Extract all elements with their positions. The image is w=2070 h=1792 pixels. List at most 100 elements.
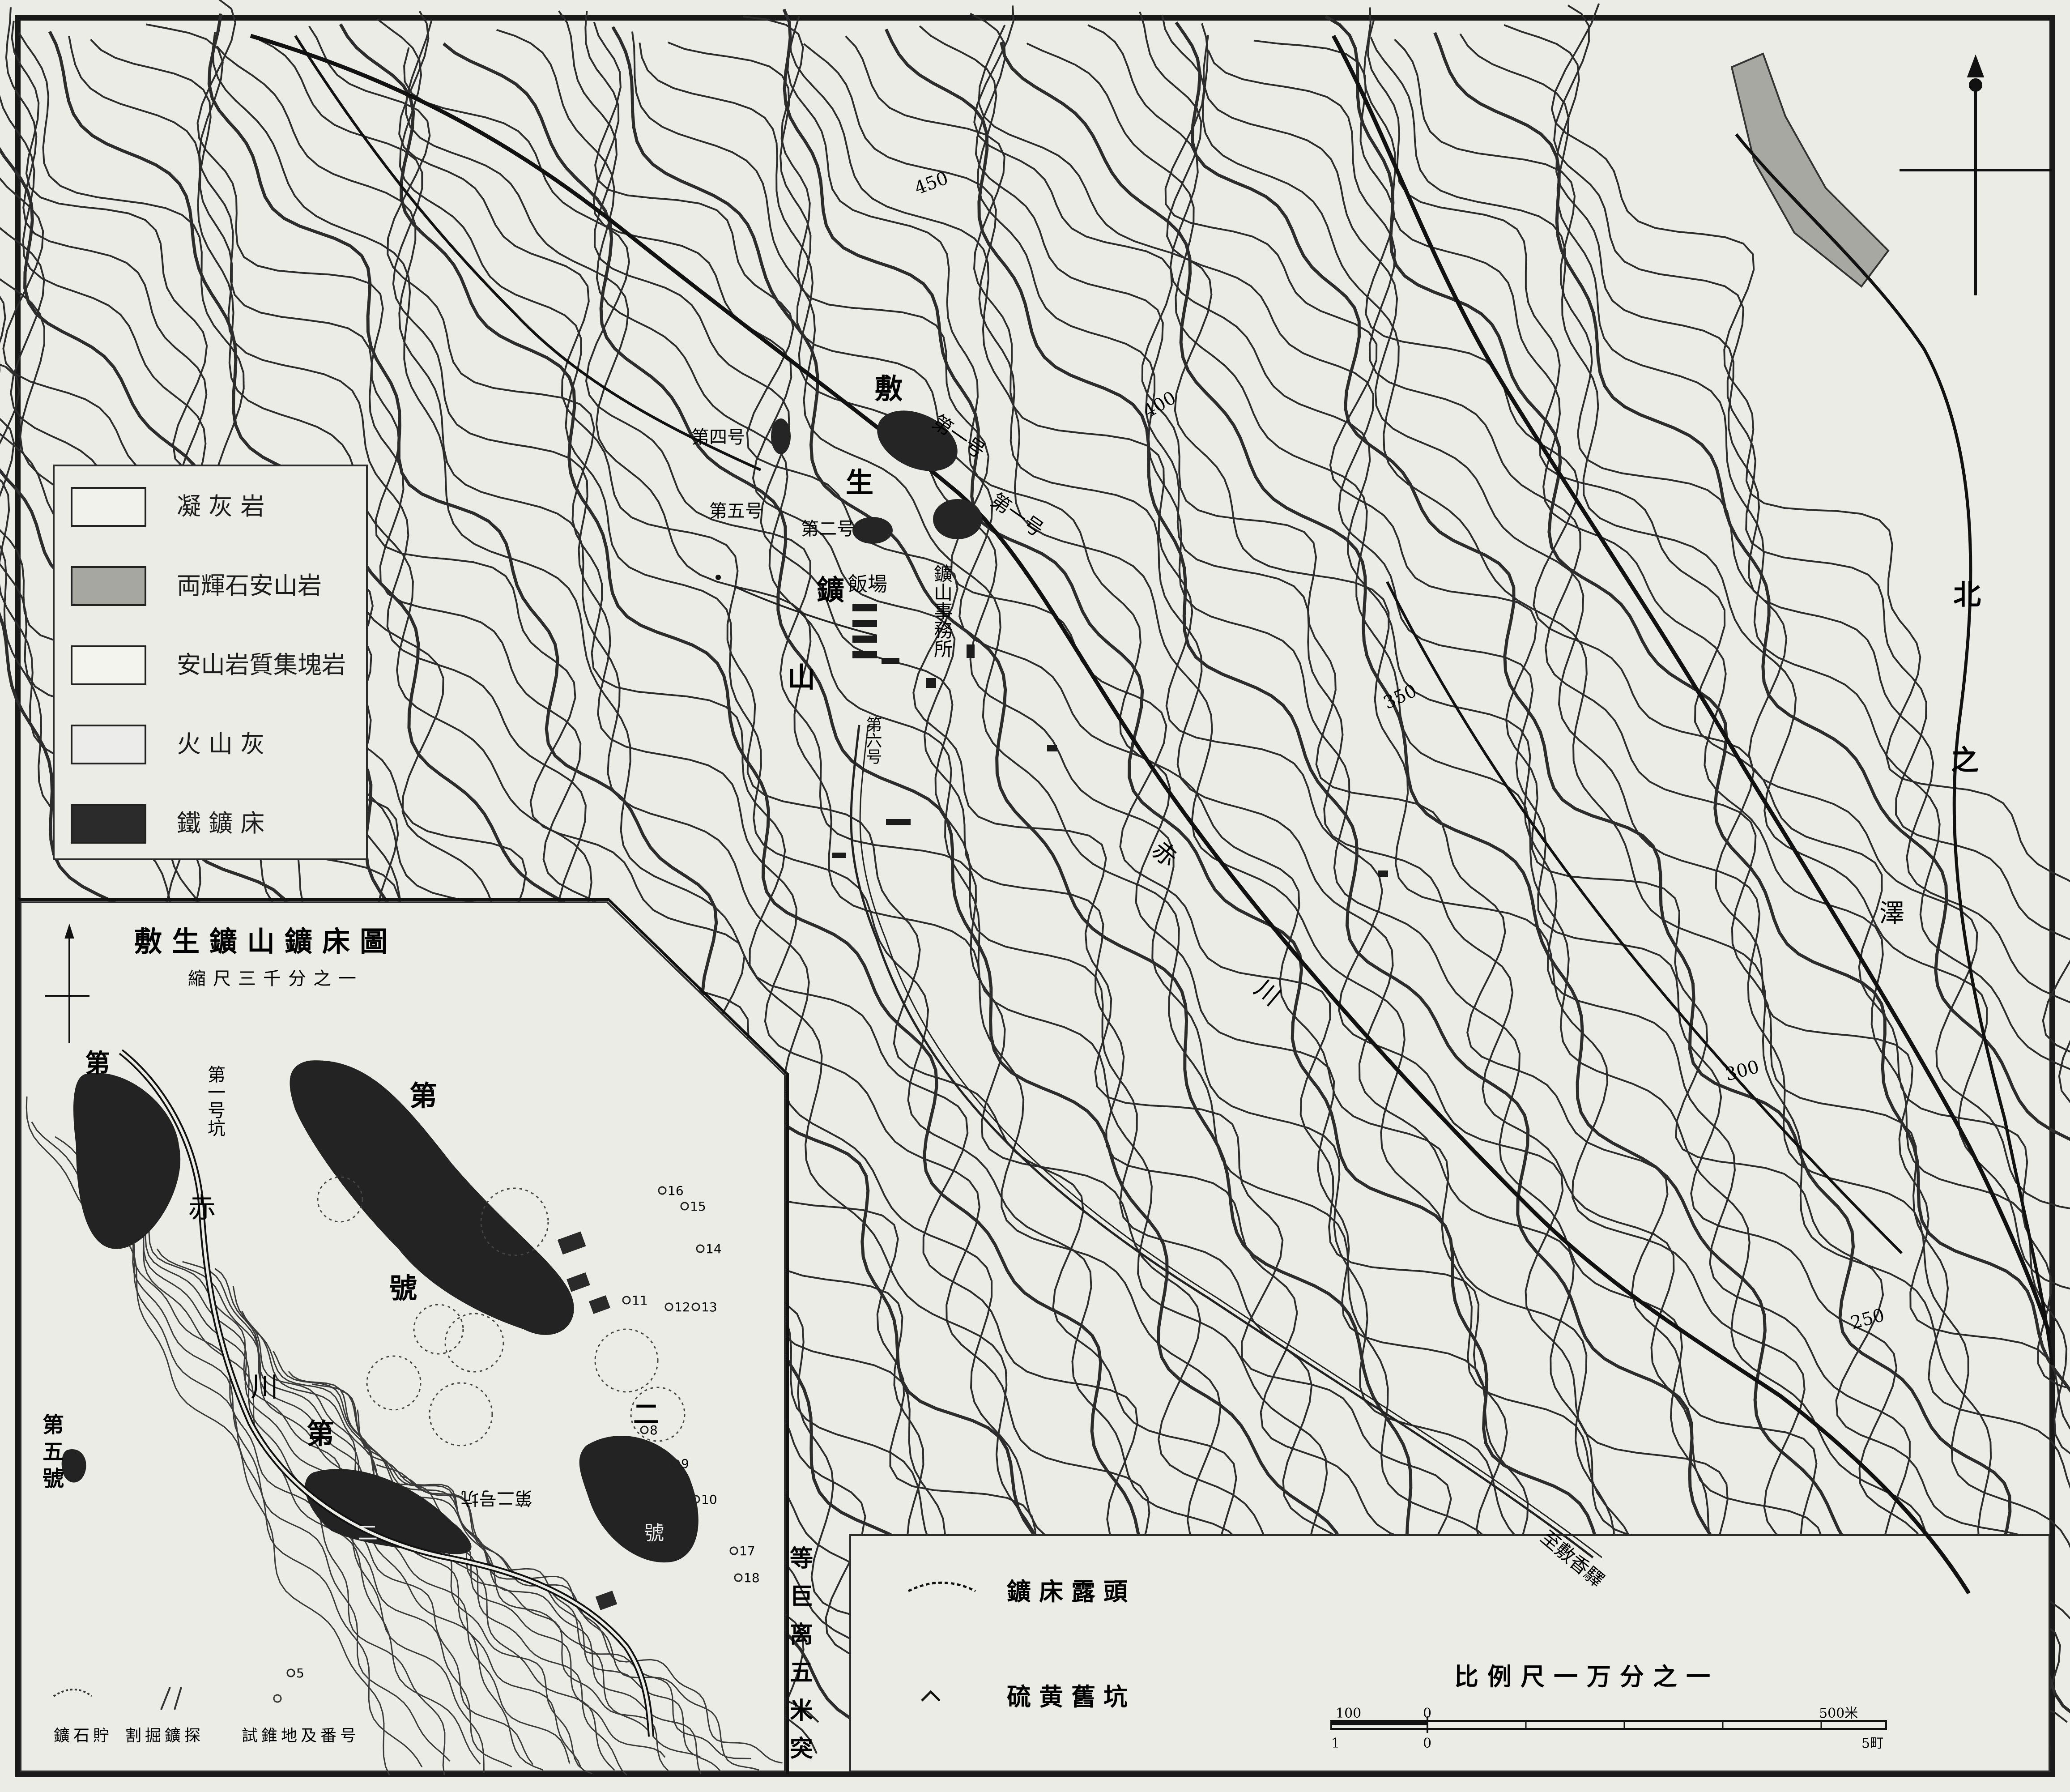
inset-contour-line	[288, 1371, 669, 1771]
label-lodging: 飯場	[848, 573, 887, 596]
inset-river-kawa: 川	[251, 1370, 278, 1403]
contour-line	[1087, 24, 2068, 1723]
contour-line	[443, 42, 1401, 1754]
inset-contour-line	[362, 1441, 751, 1759]
inset-body-3-label: 號	[644, 1522, 664, 1545]
mine-buildings	[832, 604, 1388, 877]
contour-line	[885, 28, 1850, 1736]
inset-contour-line	[83, 1148, 446, 1775]
contour-line	[48, 30, 994, 1752]
ore-body-main-1	[877, 410, 958, 471]
inset-ore-body-4	[305, 1469, 472, 1554]
inset-dai-5-2: 五	[43, 1439, 64, 1464]
contour-line	[1207, 50, 2070, 1489]
scale-top-0: 0	[1423, 1706, 1431, 1721]
inset-body-4-label: 二	[358, 1522, 378, 1545]
legend-swatch-2	[71, 645, 146, 685]
contour-line	[1367, 20, 2070, 1390]
contour-line	[1553, 4, 2070, 1103]
contour-line	[788, 36, 1762, 1738]
inset-label-dai-right: 第	[409, 1079, 437, 1112]
andesite-area	[1730, 52, 1890, 288]
inset-label-go: 號	[389, 1272, 417, 1305]
scale-bottom-1: 1	[1331, 1736, 1340, 1751]
inset-subtitle: 縮尺三千分之一	[188, 969, 363, 989]
contour-line	[787, 16, 1725, 1744]
river-east-margin	[1735, 133, 2054, 1365]
contour-line	[1000, 42, 1960, 1752]
road-west	[733, 585, 877, 636]
drill-point-label-17: 17	[739, 1544, 755, 1558]
river-branch	[1386, 581, 1903, 1254]
contour-line	[68, 36, 1018, 1751]
legend-label-2: 安山岩質集塊岩	[177, 651, 346, 679]
contour-line	[1363, 7, 2070, 1455]
contour-line	[196, 0, 1080, 1770]
label-body-5: 第五号	[709, 501, 763, 521]
mine-name-char-3: 鑛	[817, 574, 844, 606]
inset-outcrop-marks	[317, 1176, 686, 1446]
drill-point-11	[622, 1296, 631, 1305]
contour-line	[1026, 43, 1973, 1759]
scale-title: 比例尺一万分之一	[1454, 1662, 1719, 1691]
inset-footer-trench: 割掘鑛探	[125, 1727, 204, 1745]
drill-point-label-13: 13	[701, 1300, 717, 1314]
scale-bottom-0: 0	[1423, 1736, 1431, 1751]
outcrop-icon	[907, 1581, 976, 1592]
contour-line	[593, 21, 1542, 1737]
contour-line	[1175, 21, 2070, 1714]
inset-pit-1: 第一号坑	[204, 1065, 225, 1137]
drill-point-label-5: 5	[296, 1666, 304, 1681]
mine-name-char-1: 敷	[875, 372, 903, 405]
contour-line	[207, 13, 1147, 1741]
legend-label-4: 鐵 鑛 床	[177, 809, 264, 837]
drill-point-10	[691, 1495, 700, 1504]
north-arrow-main	[1900, 54, 2052, 295]
key-background	[849, 1534, 2050, 1772]
contour-line	[1550, 3, 2070, 1053]
drill-point-label-12: 12	[674, 1300, 690, 1314]
contour-line	[639, 42, 1605, 1749]
legend-swatch-0	[71, 487, 146, 527]
contour-line	[919, 25, 1869, 1741]
inset-ore-body-3	[579, 1435, 699, 1563]
road-to-station	[850, 725, 1594, 1558]
contour-line	[1201, 23, 2070, 1620]
contour-line	[216, 45, 1192, 1746]
contour-line	[257, 38, 1184, 1766]
drill-point-label-18: 18	[744, 1570, 760, 1585]
contour-line	[1202, 35, 2070, 1549]
contour-line	[978, 25, 1989, 1721]
inset-pit-2: 第二号坑	[461, 1488, 532, 1508]
drill-point-markers	[286, 1186, 743, 1677]
contour-line	[611, 26, 1575, 1735]
elevation-note: 等 巨 离 五 米 突	[790, 1545, 813, 1762]
inset-label-dai-top: 第	[85, 1049, 110, 1078]
contour-line	[782, 9, 1675, 1756]
inset-river-core	[120, 1050, 652, 1737]
inset-title: 敷生鑛山鑛床圖	[134, 925, 397, 958]
label-body-2: 第二号	[801, 519, 855, 539]
inset-dai-5-3: 號	[43, 1466, 64, 1491]
drill-point-8	[640, 1425, 649, 1434]
river-kitanosawa	[1332, 34, 2052, 1335]
drill-point-14	[696, 1244, 705, 1253]
inset-contour-line	[400, 1475, 783, 1764]
legend-label-3: 火 山 灰	[177, 730, 264, 758]
mine-name-char-4: 山	[788, 661, 815, 694]
legend-label-0: 凝 灰 岩	[177, 492, 264, 521]
label-office: 鑛山事務所	[931, 564, 953, 658]
drill-point-label-16: 16	[668, 1183, 684, 1198]
drill-point-12	[664, 1302, 673, 1311]
elev-char-4: 五	[790, 1659, 813, 1686]
contour-line	[845, 35, 1772, 1763]
inset-contour-line	[341, 1390, 702, 1775]
elev-char-3: 离	[790, 1621, 813, 1648]
contour-line	[18, 32, 996, 1733]
symbol-pit-label: 硫黄舊坑	[1007, 1682, 1136, 1711]
drill-point-15	[680, 1202, 689, 1211]
ore-body-main-3	[852, 517, 893, 544]
